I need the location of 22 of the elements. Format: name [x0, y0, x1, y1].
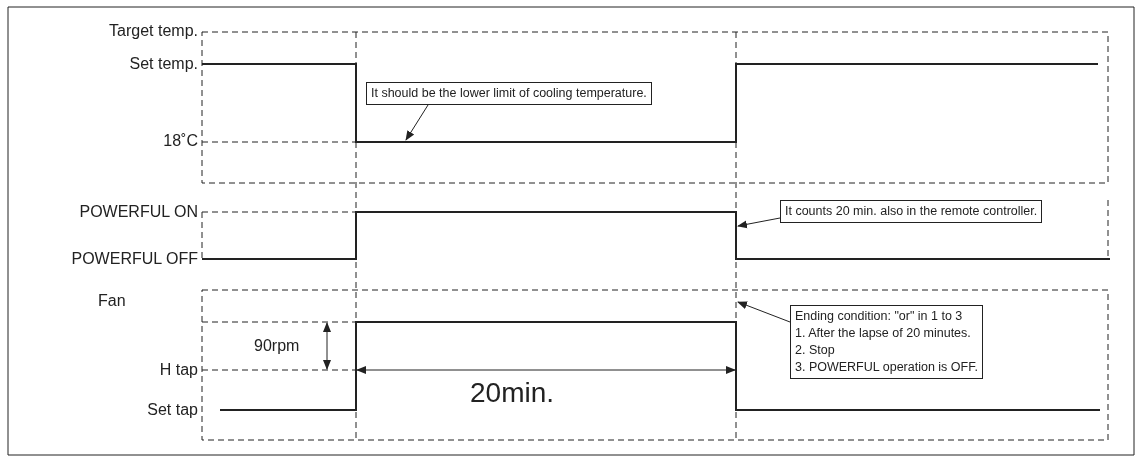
axis-label: H tap [159, 361, 198, 379]
axis-label: POWERFUL ON [79, 203, 198, 221]
callout-box [790, 305, 983, 379]
axis-label: Set temp. [129, 55, 198, 73]
callout-text: 1. After the lapse of 20 minutes. [795, 325, 972, 342]
axis-label: Fan [98, 292, 126, 310]
leader-line [737, 301, 791, 323]
callout-box [780, 200, 1043, 223]
dimension-label: 90rpm [254, 337, 300, 355]
callout-text: 2. Stop [795, 342, 836, 359]
axis-label: 18˚C [163, 132, 198, 150]
leader-line [737, 217, 781, 229]
callout-text: Ending condition: "or" in 1 to 3 [795, 308, 964, 325]
callout-box [366, 82, 652, 105]
callout-text: 3. POWERFUL operation is OFF. [795, 359, 978, 376]
axis-label: Target temp. [109, 22, 198, 40]
axis-label: POWERFUL OFF [71, 250, 198, 268]
axis-label: Set tap [147, 401, 198, 419]
callout-text: It counts 20 min. also in the remote controller. [785, 203, 1038, 220]
callout-text: It should be the lower limit of cooling temperature. [371, 85, 647, 102]
dimension-label: 20min. [470, 378, 555, 408]
leader-line [405, 104, 429, 141]
